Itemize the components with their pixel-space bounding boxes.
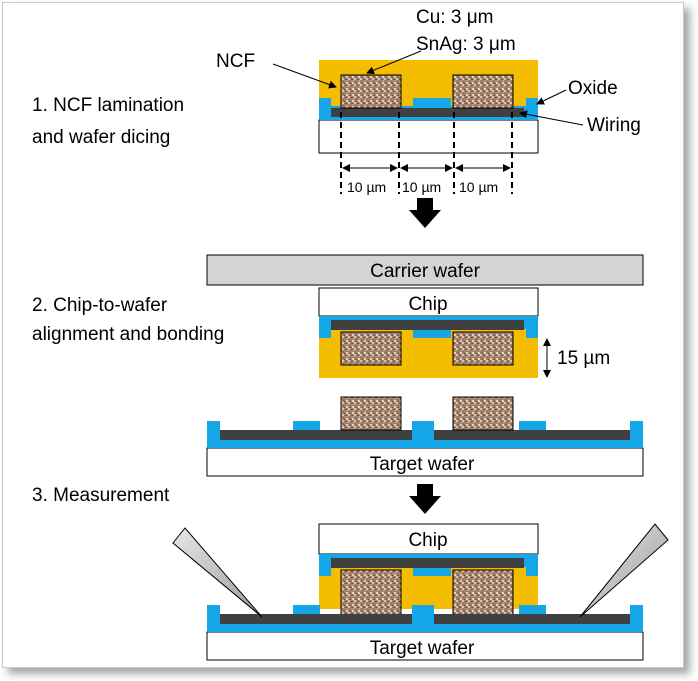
- cu-label: Cu: 3 μm: [416, 7, 493, 28]
- carrier-wafer: [206, 254, 644, 286]
- cu-snag-bump: [452, 569, 514, 617]
- oxide-pad: [630, 605, 643, 617]
- wiring-line: [220, 430, 412, 440]
- cu-snag-bump: [340, 396, 402, 431]
- oxide-pad: [413, 98, 451, 108]
- cu-snag-bump: [340, 74, 402, 109]
- wiring-line: [331, 108, 524, 117]
- target-wafer: [206, 631, 644, 661]
- wiring-line: [331, 558, 524, 568]
- wiring-label: Wiring: [587, 115, 641, 136]
- wiring-line: [331, 320, 524, 330]
- thickness-label: 15 µm: [557, 348, 610, 369]
- dimension-label: 10 µm: [402, 179, 441, 195]
- cu-snag-bump: [340, 569, 402, 617]
- oxide-pad: [526, 566, 538, 576]
- step2-subtitle: alignment and bonding: [32, 324, 224, 345]
- target-wafer-label: Target wafer: [370, 454, 475, 475]
- process-arrow-1: [409, 198, 441, 228]
- stage-1: Cu: 3 μm SnAg: 3 μm NCF Oxide Wiring 1. …: [32, 7, 641, 195]
- step1-title: 1. NCF lamination: [32, 95, 184, 116]
- cu-snag-bump: [452, 396, 514, 431]
- bump-callout: [366, 50, 422, 75]
- ncf-label: NCF: [216, 51, 255, 72]
- snag-label: SnAg: 3 μm: [416, 34, 516, 55]
- oxide-pad: [319, 566, 331, 576]
- stage-2: Carrier wafer 2. Chip-to-wafer alignment…: [32, 254, 644, 477]
- oxide-callout: [536, 89, 567, 105]
- cu-snag-bump: [452, 331, 514, 366]
- cu-snag-bump: [452, 74, 514, 109]
- target-wafer: [206, 447, 644, 477]
- oxide-pad: [319, 98, 331, 108]
- oxide-pad: [413, 328, 451, 338]
- wiring-line: [220, 614, 412, 624]
- oxide-pad: [319, 328, 331, 338]
- chip-label: Chip: [408, 294, 447, 315]
- probe-needle-left: [172, 527, 263, 618]
- oxide-pad: [207, 605, 220, 617]
- ncf-callout: [272, 63, 337, 89]
- carrier-wafer-label: Carrier wafer: [370, 261, 480, 282]
- wiring-line: [434, 614, 630, 624]
- process-arrow-2: [409, 484, 441, 514]
- chip-substrate: [318, 119, 539, 154]
- probe-needle-right: [579, 523, 669, 618]
- oxide-pad: [526, 328, 538, 338]
- cu-snag-bump: [340, 331, 402, 366]
- oxide-label: Oxide: [568, 78, 618, 99]
- chip-label: Chip: [408, 530, 447, 551]
- dimension-guides: [340, 112, 513, 194]
- dimension-label: 10 µm: [459, 179, 498, 195]
- step1-subtitle: and wafer dicing: [32, 127, 170, 148]
- wiring-callout: [519, 110, 584, 126]
- target-wafer-label: Target wafer: [370, 638, 475, 659]
- wiring-line: [434, 430, 630, 440]
- oxide-pad: [630, 421, 643, 433]
- oxide-pad: [413, 566, 451, 576]
- oxide-pad: [412, 605, 434, 617]
- oxide-pad: [526, 98, 538, 108]
- step3-title: 3. Measurement: [32, 485, 170, 506]
- oxide-pad: [207, 421, 220, 433]
- dimension-label: 10 µm: [347, 179, 386, 195]
- stage-3: 3. Measurement Chip Target wafer: [32, 485, 669, 661]
- step2-title: 2. Chip-to-wafer: [32, 295, 168, 316]
- oxide-pad: [412, 421, 434, 433]
